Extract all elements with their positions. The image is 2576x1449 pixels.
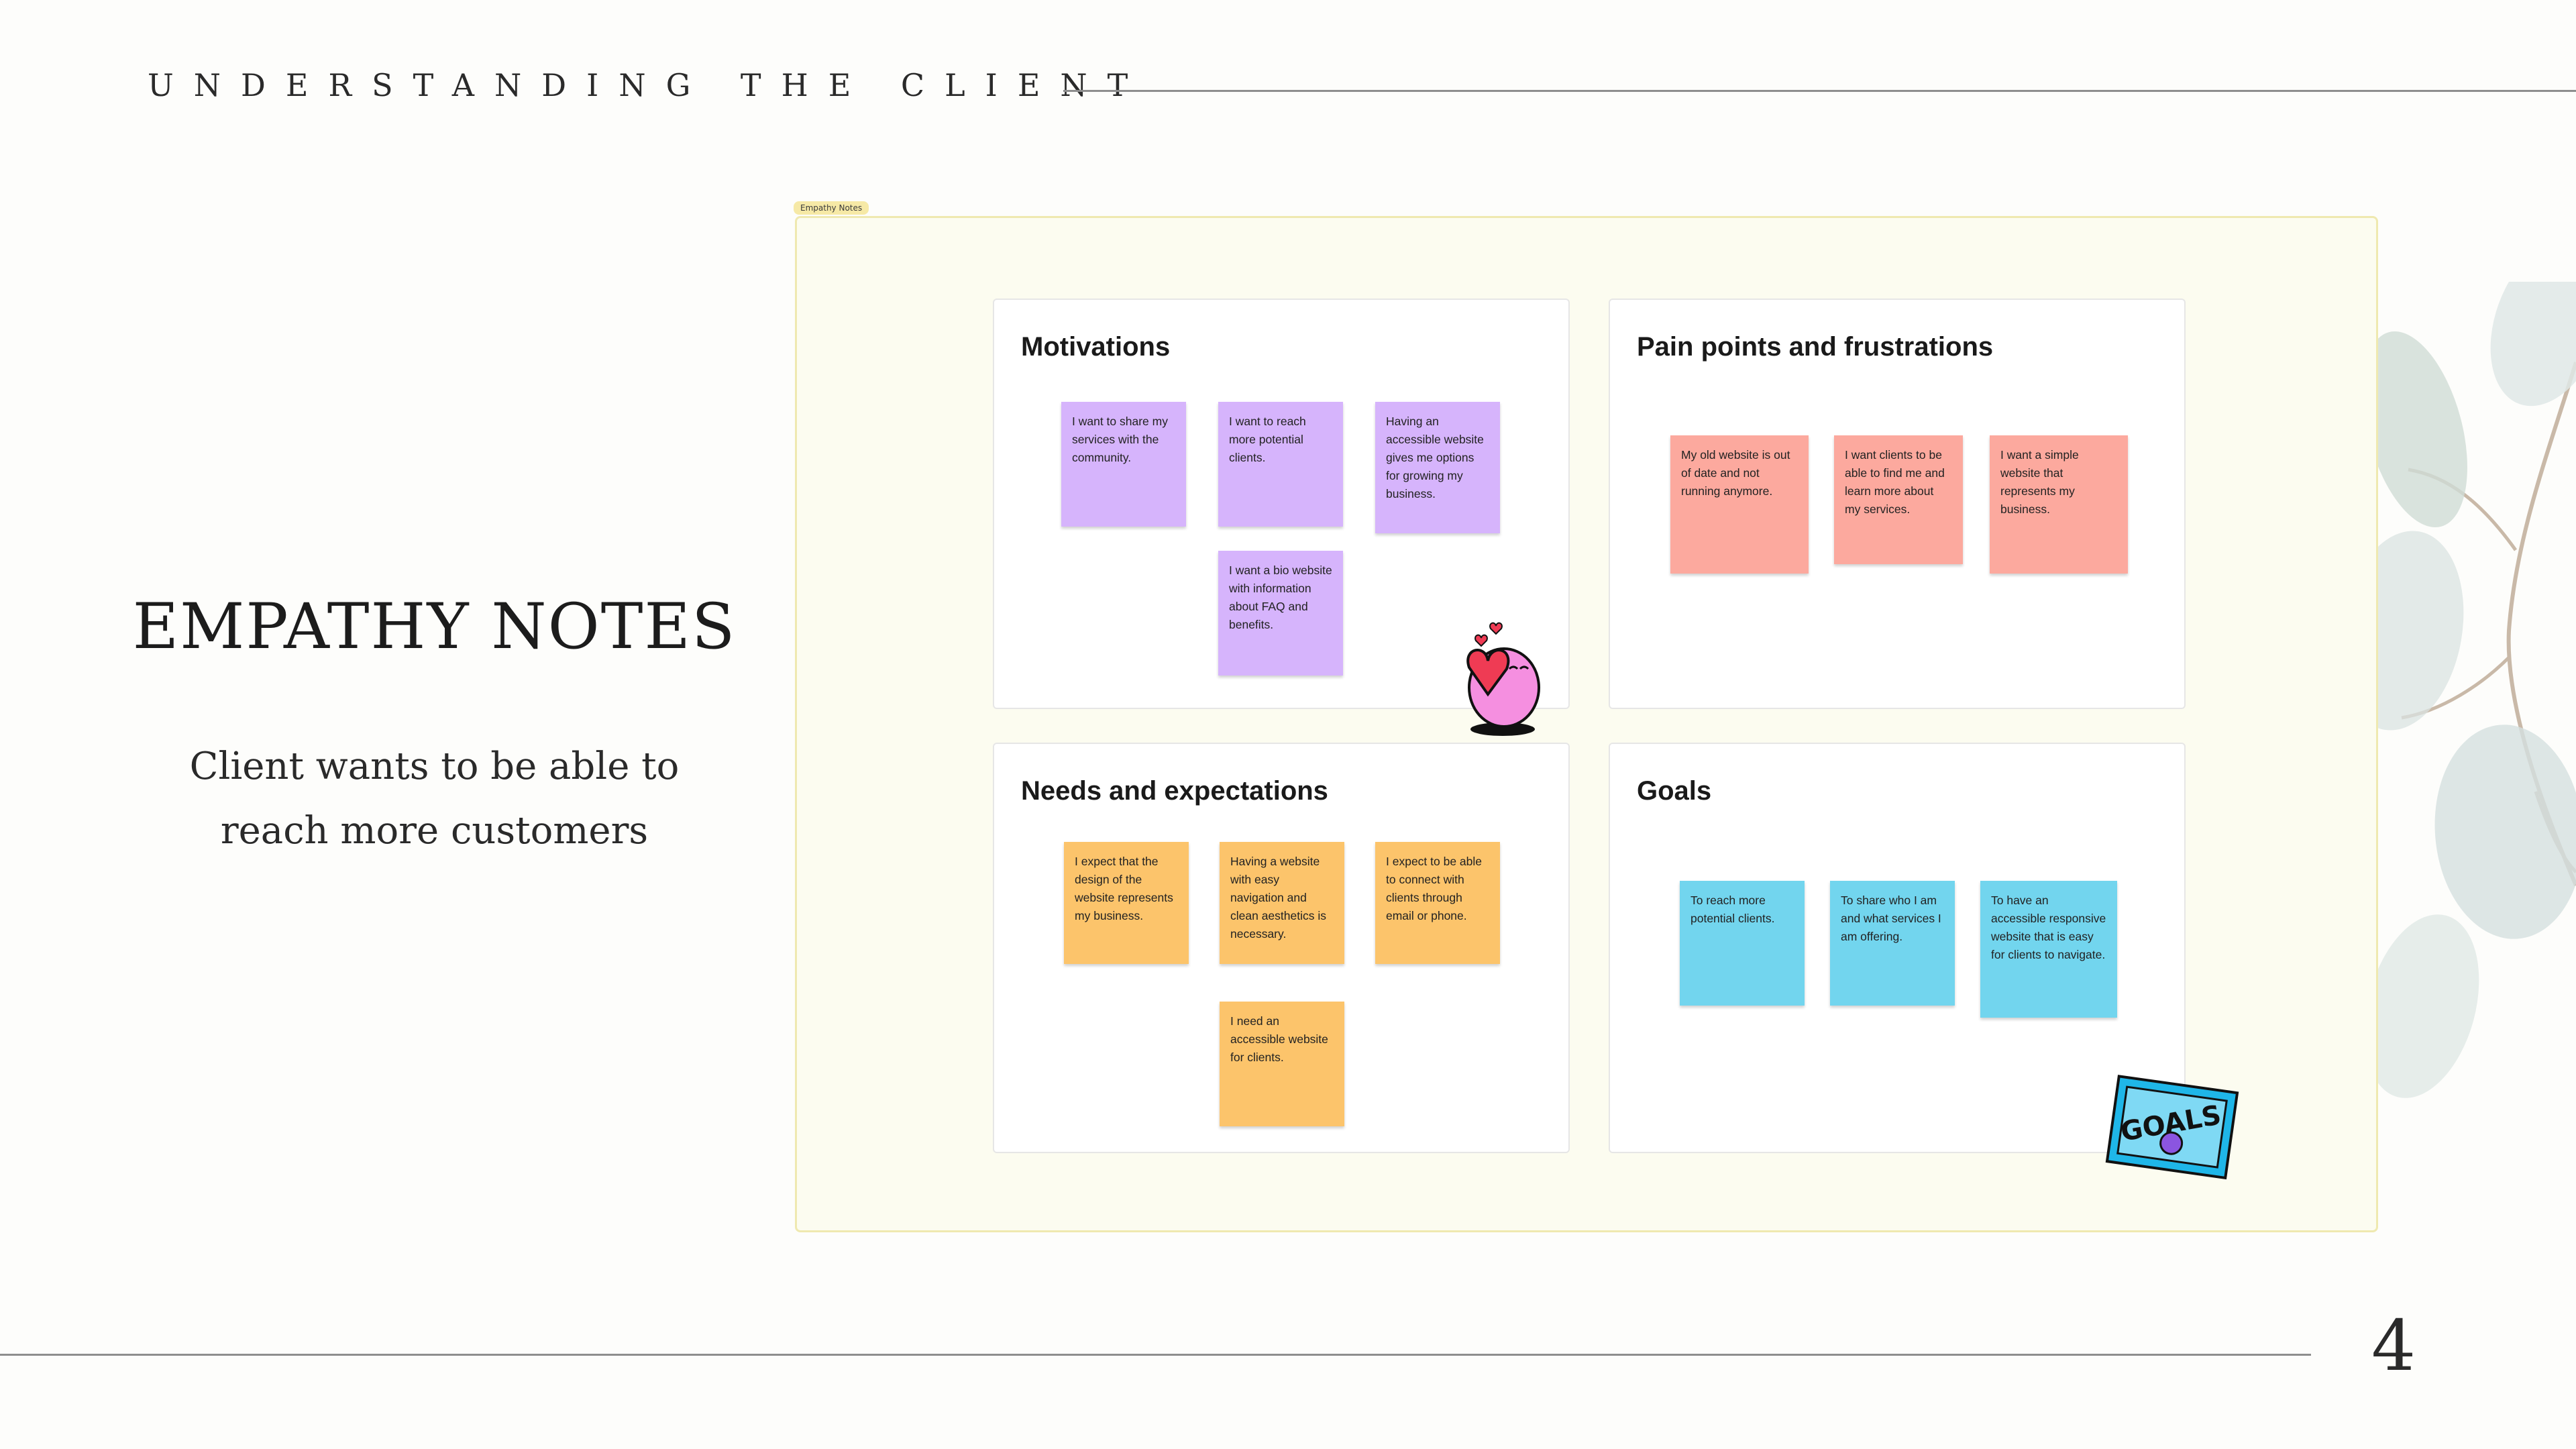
page-header-title: UNDERSTANDING THE CLIENT xyxy=(148,67,1148,103)
eucalyptus-leaves-icon xyxy=(2348,282,2576,1098)
panel-title: Needs and expectations xyxy=(1021,776,1328,806)
sticky-note[interactable]: I expect that the design of the website … xyxy=(1064,842,1189,964)
panel-goals: Goals To reach more potential clients. T… xyxy=(1609,743,2186,1153)
section-description-line: Client wants to be able to xyxy=(189,745,680,788)
sticky-note[interactable]: I expect to be able to connect with clie… xyxy=(1375,842,1500,964)
panel-motivations: Motivations I want to share my services … xyxy=(993,299,1570,709)
sticky-note[interactable]: Having a website with easy navigation an… xyxy=(1220,842,1344,964)
page-number: 4 xyxy=(2371,1305,2416,1387)
footer-divider xyxy=(0,1354,2311,1356)
sticky-note[interactable]: I want a bio website with information ab… xyxy=(1218,551,1343,676)
panel-title: Goals xyxy=(1637,776,1712,806)
sticky-note[interactable]: I want clients to be able to find me and… xyxy=(1834,435,1963,564)
goals-sticker-icon[interactable]: GOALS xyxy=(2103,1073,2241,1181)
sticky-note[interactable]: To share who I am and what services I am… xyxy=(1830,881,1955,1006)
sticky-note[interactable]: I want to reach more potential clients. xyxy=(1218,402,1343,527)
sticky-note[interactable]: To have an accessible responsive website… xyxy=(1980,881,2117,1018)
sticky-note[interactable]: To reach more potential clients. xyxy=(1680,881,1805,1006)
heart-character-sticker[interactable] xyxy=(1456,621,1556,738)
header-divider xyxy=(1063,90,2576,92)
section-description: Client wants to be able to reach more cu… xyxy=(0,735,869,863)
sticky-note[interactable]: I want a simple website that represents … xyxy=(1990,435,2128,574)
panel-needs-expectations: Needs and expectations I expect that the… xyxy=(993,743,1570,1153)
section-heading: EMPATHY NOTES xyxy=(132,590,737,663)
panel-title: Pain points and frustrations xyxy=(1637,332,1994,362)
section-description-line: reach more customers xyxy=(220,809,649,853)
sticky-note[interactable]: My old website is out of date and not ru… xyxy=(1670,435,1809,574)
sticky-note[interactable]: Having an accessible website gives me op… xyxy=(1375,402,1500,533)
panel-pain-points: Pain points and frustrations My old webs… xyxy=(1609,299,2186,709)
sticky-note[interactable]: I want to share my services with the com… xyxy=(1061,402,1186,527)
panel-title: Motivations xyxy=(1021,332,1171,362)
board-frame-tag[interactable]: Empathy Notes xyxy=(794,201,869,215)
empathy-board: Motivations I want to share my services … xyxy=(795,216,2378,1232)
sticky-note[interactable]: I need an accessible website for clients… xyxy=(1220,1002,1344,1126)
